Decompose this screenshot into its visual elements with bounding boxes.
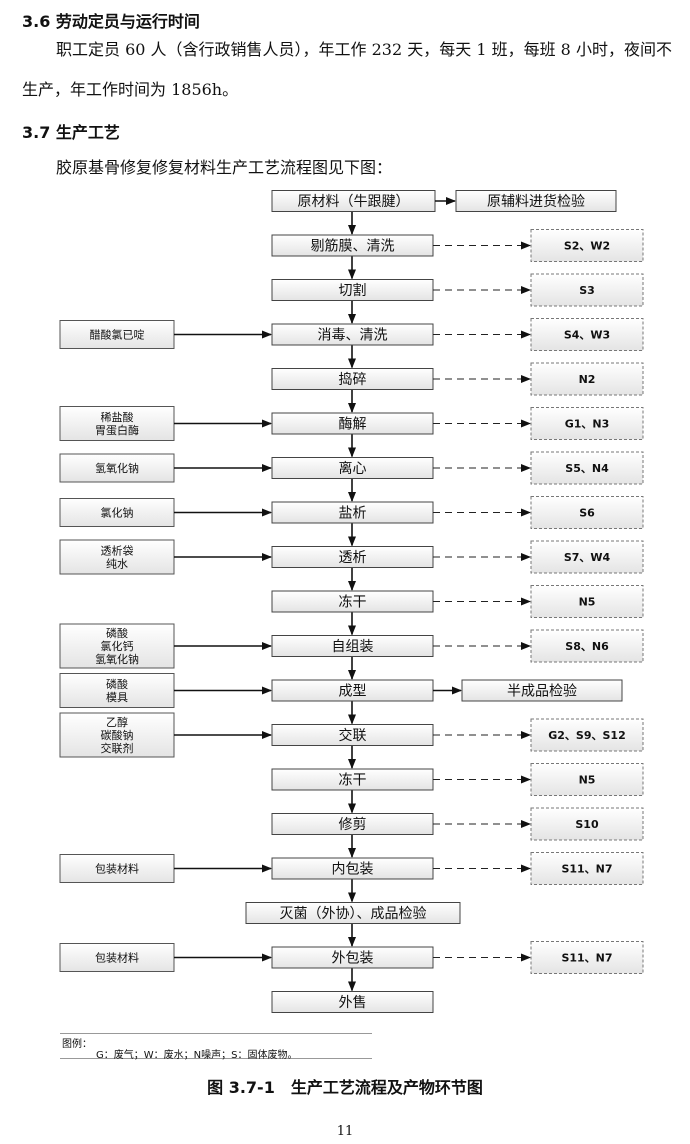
inspection-box	[455, 190, 617, 212]
process-step-label: 冻干	[339, 772, 367, 789]
process-step-label: 自组装	[332, 639, 374, 655]
input-material-label: 氯化钠	[101, 506, 134, 520]
process-step-label: 修剪	[339, 817, 367, 833]
input-material-label: 包装材料	[95, 862, 139, 876]
legend-title: 图例：	[62, 1039, 92, 1050]
section-3-7-title: 3.7 生产工艺	[22, 123, 120, 142]
input-material-box	[59, 539, 175, 575]
input-material-label: 胃蛋白酶	[95, 423, 139, 437]
page-number: 11	[336, 1124, 354, 1139]
process-step-label: 酶解	[339, 417, 367, 433]
output-pollutant-box	[530, 318, 644, 351]
input-material-box	[59, 320, 175, 349]
output-pollutant-box	[530, 807, 644, 841]
process-step-label: 盐析	[339, 506, 367, 522]
input-material-label: 包装材料	[95, 951, 139, 965]
output-pollutant-label: S5、N4	[565, 462, 609, 475]
output-pollutant-label: S11、N7	[561, 863, 612, 876]
input-material-label: 模具	[106, 691, 128, 704]
output-pollutant-box	[530, 629, 644, 663]
output-pollutant-box	[530, 540, 644, 574]
output-pollutant-label: N2	[579, 373, 596, 386]
output-pollutant-box	[530, 407, 644, 440]
output-pollutant-box	[530, 763, 644, 796]
inspection-label: 半成品检验	[507, 684, 577, 700]
input-material-label: 稀盐酸	[101, 410, 134, 424]
output-pollutant-box	[530, 229, 644, 262]
output-pollutant-box	[530, 852, 644, 885]
process-step-label: 透析	[339, 550, 367, 566]
output-pollutant-box	[530, 451, 644, 485]
process-step-label: 成型	[339, 684, 367, 700]
process-step-label: 灭菌（外协）、成品检验	[280, 906, 427, 922]
output-pollutant-box	[530, 718, 644, 752]
process-step-box	[271, 991, 434, 1013]
section-3-7-intro: 胶原基骨修复修复材料生产工艺流程图见下图：	[56, 158, 393, 177]
output-pollutant-label: S6	[579, 507, 595, 520]
process-step-label: 冻干	[339, 594, 367, 611]
output-pollutant-box	[530, 362, 644, 396]
input-material-label: 醋酸氯已啶	[90, 328, 145, 342]
output-pollutant-label: G2、S9、S12	[548, 729, 626, 742]
process-step-label: 切割	[339, 282, 367, 299]
output-pollutant-label: N5	[579, 774, 596, 787]
input-material-label: 透析袋	[101, 544, 134, 558]
output-pollutant-label: S4、W3	[564, 329, 610, 342]
input-material-label: 氢氧化钠	[95, 461, 139, 475]
output-pollutant-label: S3	[579, 284, 595, 297]
output-pollutant-label: S8、N6	[565, 640, 609, 653]
figure-caption: 图 3.7-1 生产工艺流程及产物环节图	[207, 1078, 483, 1097]
output-pollutant-label: N5	[579, 596, 596, 609]
input-material-label: 交联剂	[101, 741, 134, 755]
output-pollutant-label: S10	[575, 818, 599, 831]
output-pollutant-box	[530, 496, 644, 529]
process-step-label: 捣碎	[339, 371, 367, 388]
process-step-label: 剔筋膜、清洗	[311, 238, 395, 255]
input-material-label: 氢氧化钠	[95, 652, 139, 666]
input-material-box	[59, 943, 175, 972]
process-step-label: 内包装	[332, 862, 374, 878]
inspection-box	[461, 679, 623, 702]
input-material-label: 乙醇	[106, 715, 128, 729]
process-step-box	[245, 902, 461, 924]
process-step-label: 离心	[339, 460, 367, 477]
legend-box: 图例： G：废气；W：废水；N噪声；S：固体废物。	[60, 1033, 372, 1061]
input-material-box	[59, 673, 175, 708]
process-step-label: 交联	[339, 727, 367, 744]
input-material-box	[59, 712, 175, 758]
input-material-label: 磷酸	[106, 677, 128, 691]
process-step-label: 消毒、清洗	[318, 328, 388, 344]
input-material-label: 磷酸	[106, 626, 128, 640]
input-material-label: 碳酸钠	[101, 728, 134, 742]
process-step-label: 外售	[339, 995, 367, 1011]
section-3-6-title: 3.6 劳动定员与运行时间	[22, 12, 200, 31]
process-step-label: 原材料（牛跟腱）	[298, 194, 410, 210]
legend-body: G：废气；W：废水；N噪声；S：固体废物。	[96, 1050, 298, 1061]
output-pollutant-label: S11、N7	[561, 952, 612, 965]
output-pollutant-box	[530, 585, 644, 618]
output-pollutant-label: S7、W4	[564, 551, 611, 564]
input-material-box	[59, 854, 175, 883]
inspection-label: 原辅料进货检验	[487, 193, 585, 210]
input-material-box	[59, 453, 175, 483]
section-3-6-body: 职工定员 60 人（含行政销售人员），年工作 232 天，每天 1 班，每班 8…	[22, 40, 672, 99]
output-pollutant-label: G1、N3	[565, 418, 610, 431]
output-pollutant-box	[530, 941, 644, 974]
input-material-label: 氯化钙	[101, 639, 134, 653]
input-material-box	[59, 406, 175, 441]
process-step-label: 外包装	[332, 951, 374, 967]
output-pollutant-box	[530, 273, 644, 307]
output-pollutant-label: S2、W2	[564, 240, 610, 253]
input-material-label: 纯水	[106, 558, 128, 571]
